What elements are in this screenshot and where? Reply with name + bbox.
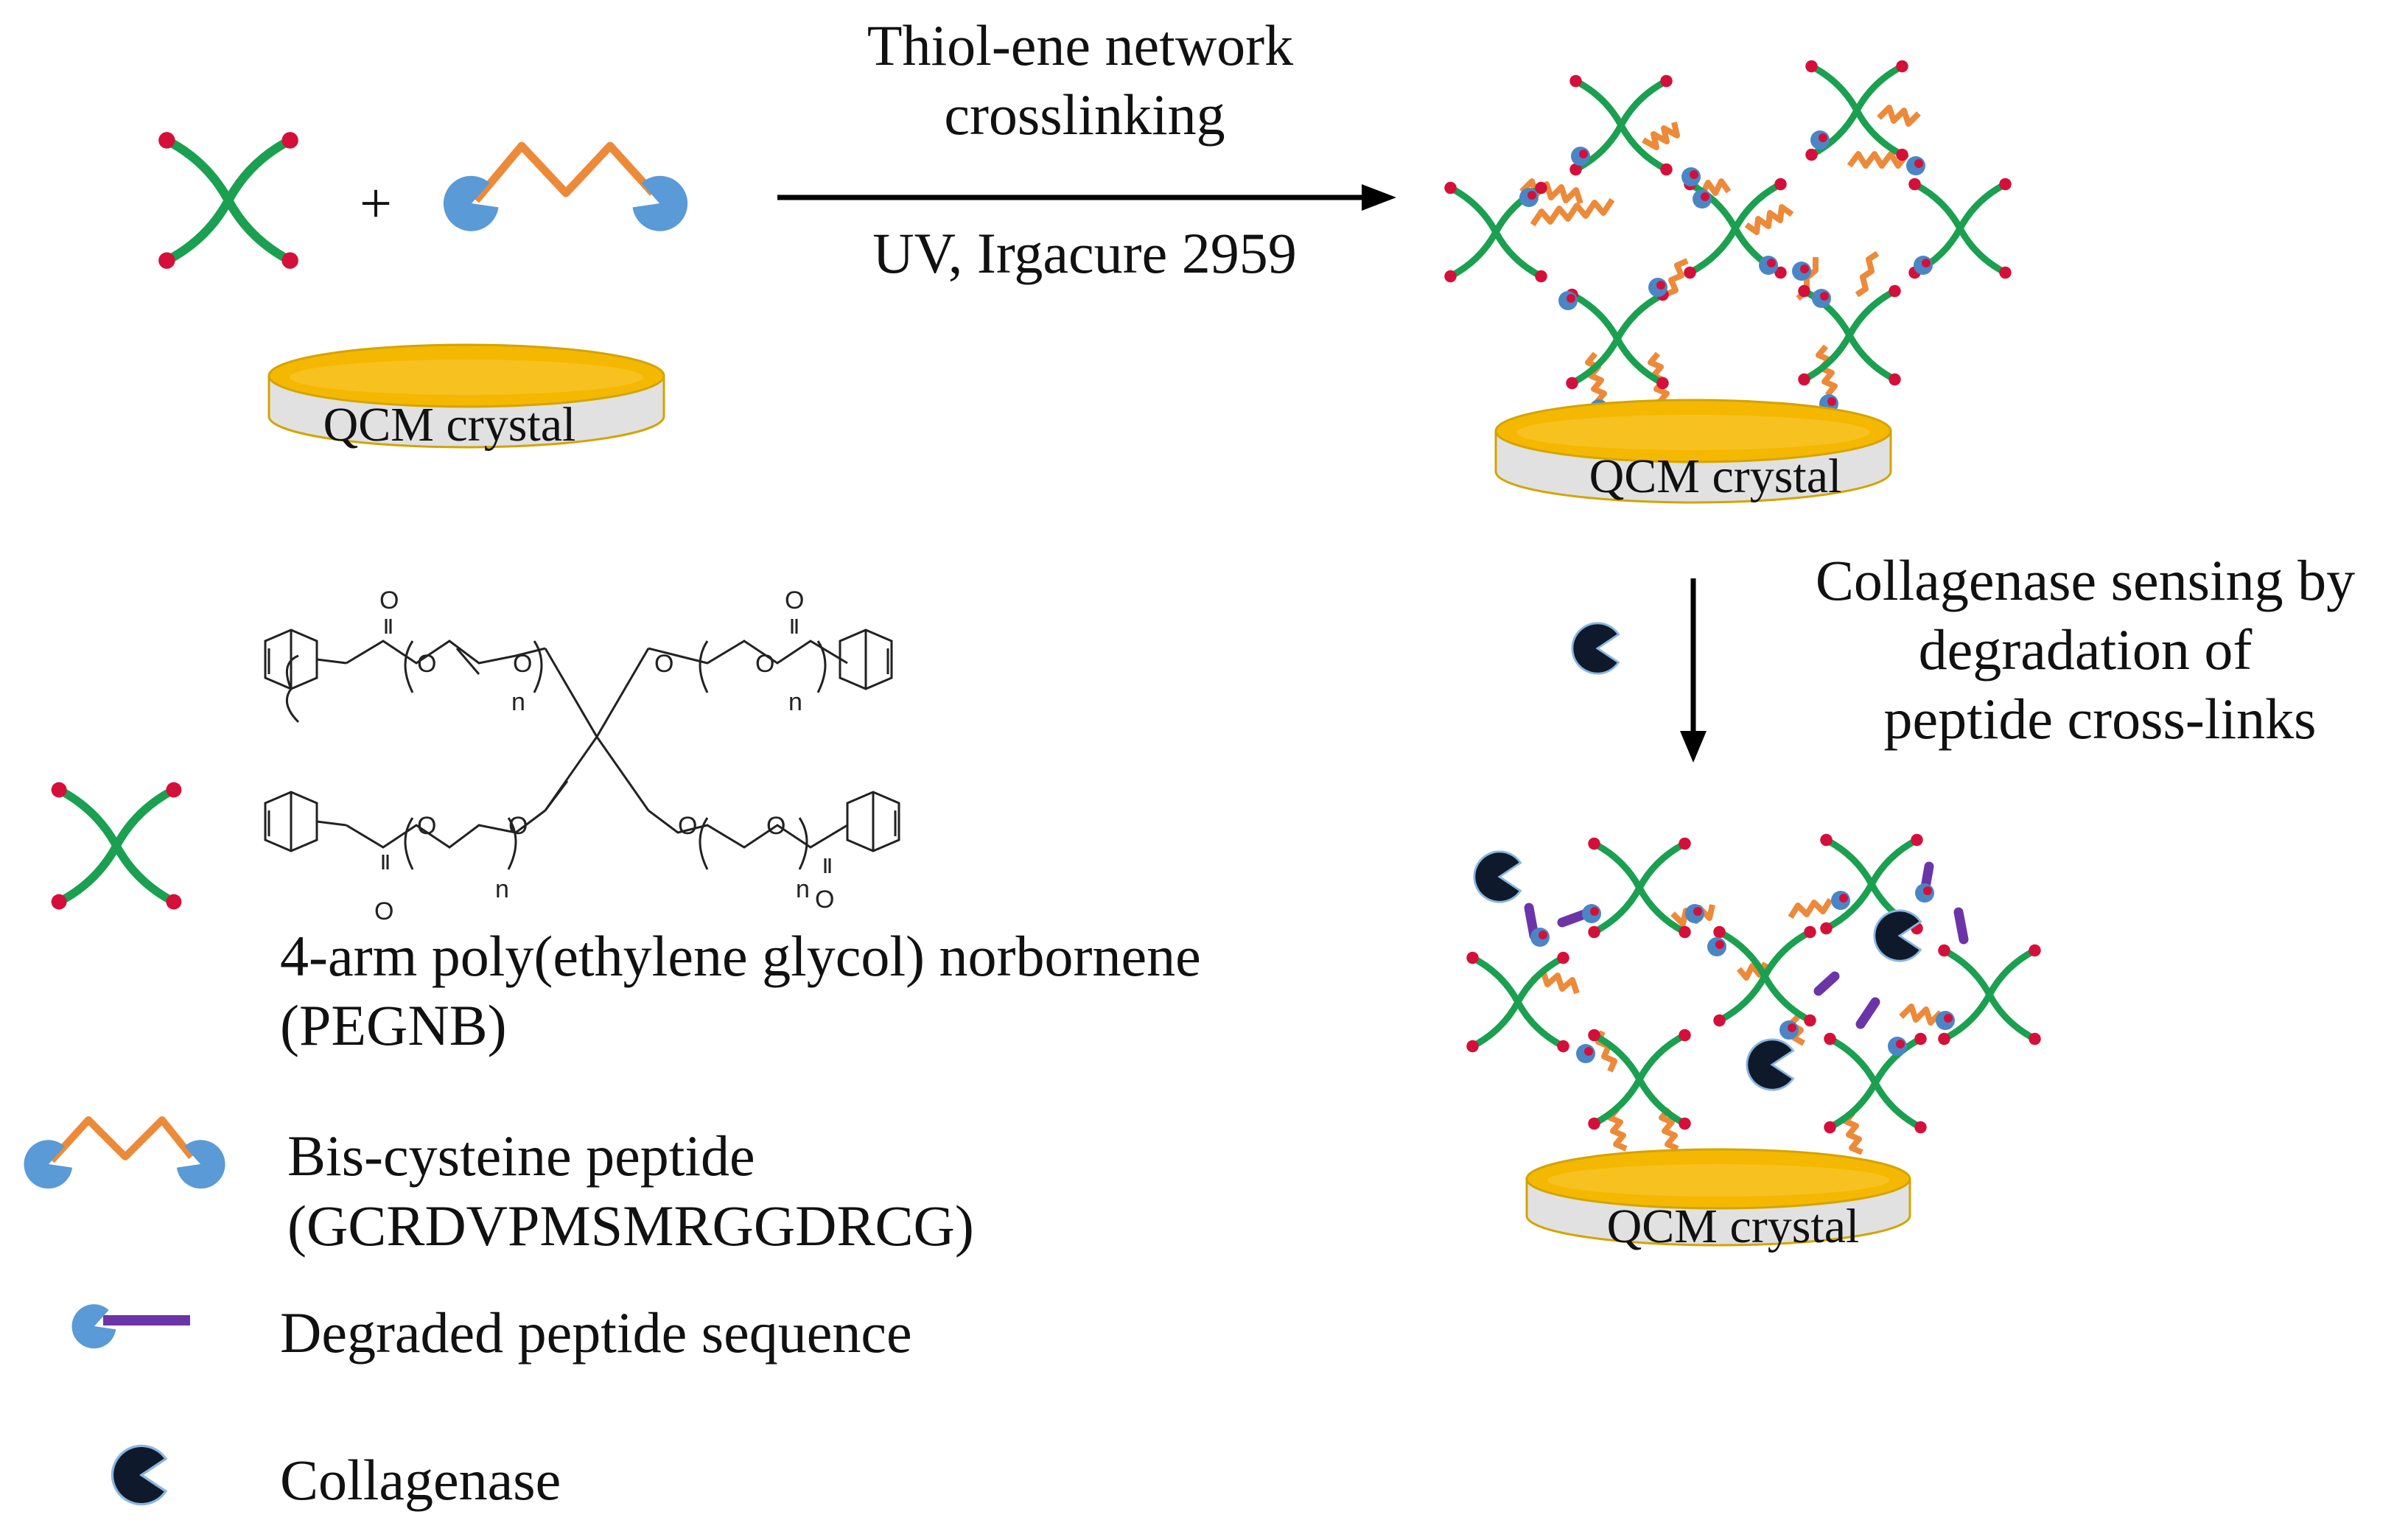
- legend-collagenase-label: Collagenase: [280, 1448, 561, 1512]
- legend-pegnb-icon: [52, 782, 182, 910]
- oxygen-atom: O: [417, 650, 436, 678]
- qcm-crystal-crosslinked: QCM crystal: [1494, 399, 1892, 504]
- collagenase-icon: [1571, 622, 1620, 675]
- legend-peptide-icon: [17, 1116, 232, 1196]
- pegnb-structure-atoms: O O O n O O O n O O n O O O n O: [374, 586, 834, 925]
- repeat-n: n: [788, 688, 802, 716]
- legend-peptide-sequence: (GCRDVPMSMRGGDRCG): [287, 1194, 974, 1258]
- repeat-n: n: [511, 688, 525, 716]
- oxygen-atom: O: [513, 650, 532, 678]
- legend-peptide-label: Bis-cysteine peptide: [287, 1124, 755, 1188]
- reaction-condition-title: Thiol-ene network: [867, 13, 1293, 77]
- repeat-n: n: [495, 875, 509, 903]
- crystal-label: QCM crystal: [1607, 1199, 1860, 1253]
- oxygen-atom: O: [374, 897, 393, 925]
- oxygen-atom: O: [815, 886, 834, 914]
- oxygen-atom: O: [766, 812, 785, 840]
- pegnb-reactant: [158, 132, 298, 269]
- reaction-condition-subtitle: crosslinking: [944, 83, 1225, 147]
- crystal-label: QCM crystal: [1589, 449, 1842, 503]
- legend-pegnb-label: 4-arm poly(ethylene glycol) norbornene: [280, 924, 1201, 988]
- reaction-arrow: [777, 184, 1396, 211]
- repeat-n: n: [796, 875, 810, 903]
- oxygen-atom: O: [678, 812, 697, 840]
- legend-pegnb-abbrev: (PEGNB): [280, 993, 507, 1057]
- reaction-reagents: UV, Irgacure 2959: [872, 221, 1296, 285]
- sensing-caption-line1: Collagenase sensing by: [1816, 548, 2355, 612]
- plus-sign: +: [360, 171, 392, 235]
- qcm-crystal-initial: QCM crystal: [267, 343, 665, 452]
- sensing-caption-line2: degradation of: [1919, 617, 2253, 682]
- legend-degraded-icon: [66, 1298, 190, 1355]
- sensing-arrow: [1680, 578, 1707, 763]
- crystal-label: QCM crystal: [323, 398, 576, 452]
- peptide-reactant: [435, 141, 696, 239]
- degraded-network: [1466, 834, 2041, 1177]
- hydrogel-network: [1444, 60, 2012, 418]
- oxygen-atom: O: [755, 650, 774, 678]
- oxygen-atom: O: [417, 812, 436, 840]
- oxygen-atom: O: [508, 812, 528, 840]
- sensing-caption-line3: peptide cross-links: [1883, 687, 2316, 751]
- legend-collagenase-icon: [111, 1444, 167, 1506]
- legend-degraded-label: Degraded peptide sequence: [280, 1300, 912, 1365]
- oxygen-atom: O: [379, 586, 399, 614]
- qcm-crystal-degraded: QCM crystal: [1525, 1148, 1911, 1253]
- oxygen-atom: O: [654, 650, 673, 678]
- pegnb-structure: [264, 619, 900, 873]
- oxygen-atom: O: [785, 586, 804, 614]
